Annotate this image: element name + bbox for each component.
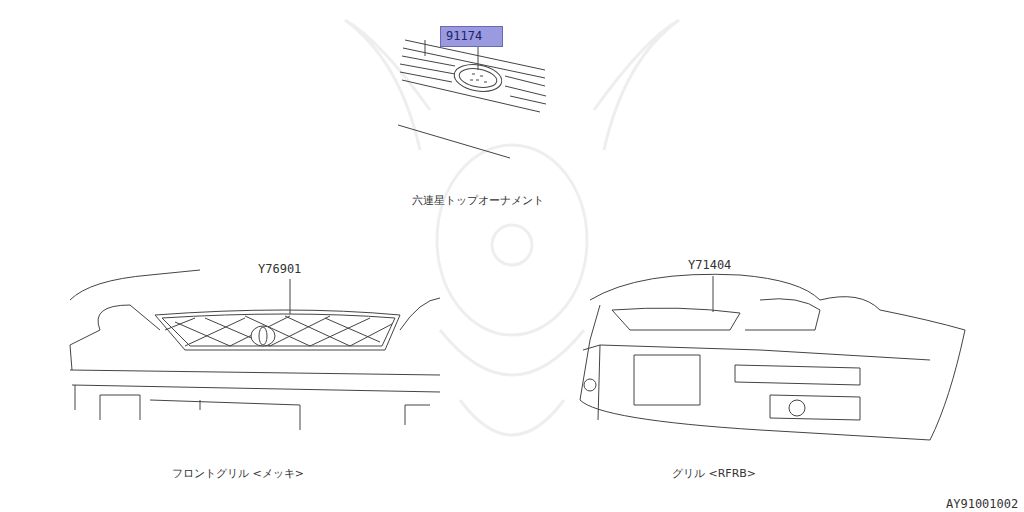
callout-number: 91174 [446,29,497,43]
part-number: Y76901 [258,262,301,276]
part-caption: 六連星トップオーナメント [412,194,544,207]
part-caption: グリル <RFRB> [672,467,756,480]
callout-box: 91174 [440,26,503,47]
part-number: Y71404 [688,258,731,272]
part-number: AY91001002 [946,497,1018,511]
part-caption: フロントグリル <メッキ> [172,467,304,480]
